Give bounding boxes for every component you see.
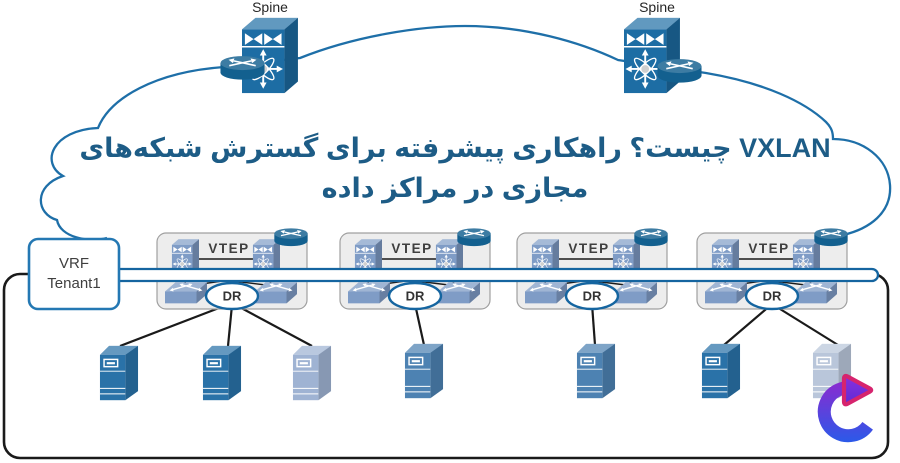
dr-server-links [119, 301, 839, 348]
server-icon-2 [202, 345, 242, 401]
vrf-frame [27, 237, 121, 311]
spine-left-group: Spine [219, 0, 298, 95]
vtep-label: VTEP [391, 241, 432, 256]
server-icon-5 [576, 343, 616, 399]
vtep-label: VTEP [208, 241, 249, 256]
router-icon [219, 55, 266, 81]
diagram-title-line1: VXLAN چیست؟ راهکاری پیشرفته برای گسترش ش… [79, 133, 831, 163]
server-icon-6 [701, 343, 741, 399]
spine-label: Spine [639, 0, 675, 15]
spine-label: Spine [252, 0, 288, 15]
server-icon-3 [292, 345, 332, 401]
dr-ellipse [564, 281, 620, 311]
router-icon [273, 227, 309, 247]
spine-switch-icon [241, 16, 298, 95]
dr-ellipse [387, 281, 443, 311]
dr-ellipse [744, 281, 800, 311]
dr-ellipse [204, 281, 260, 311]
logo-ring [817, 381, 873, 443]
router-icon [456, 227, 492, 247]
brand-logo [817, 373, 874, 443]
router-icon [813, 227, 849, 247]
vtep-label: VTEP [748, 241, 789, 256]
dr-label: DR [763, 289, 782, 304]
server-icon-1 [99, 345, 139, 401]
overlay-link-pill [110, 267, 880, 283]
diagram-title-line2: مجازی در مراکز داده [321, 173, 589, 203]
server-farm [99, 343, 852, 401]
dr-label: DR [406, 289, 425, 304]
router-icon [633, 227, 669, 247]
vrf-label-line2: Tenant1 [47, 275, 100, 292]
dr-label: DR [583, 289, 602, 304]
vrf-tenant-box: VRF Tenant1 [27, 237, 121, 311]
server-icon-4 [404, 343, 444, 399]
spine-right-group: Spine [623, 0, 703, 95]
router-icon [656, 58, 703, 84]
vrf-label-line1: VRF [59, 255, 89, 272]
diagram-title: VXLAN چیست؟ راهکاری پیشرفته برای گسترش ش… [55, 128, 855, 208]
dr-label: DR [223, 289, 242, 304]
cloud-outline [39, 24, 892, 241]
vtep-label: VTEP [568, 241, 609, 256]
logo-play-icon [841, 373, 874, 407]
